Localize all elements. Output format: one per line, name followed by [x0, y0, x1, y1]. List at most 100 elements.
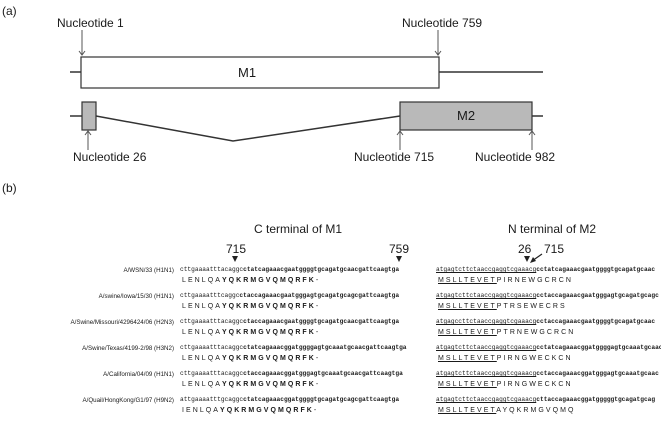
- m1-aa-upstream: LENLQA: [182, 303, 222, 310]
- marker-715-m1: [232, 256, 238, 262]
- m2-aa-seq: MSLLTEVETAYQKRMGVQMQ: [438, 407, 575, 414]
- m1-seq-upstream: cttgaaaatttacaggc: [180, 266, 244, 273]
- m1-seq-overlap: ctatcagaaacggatggggtgcagatgcagcgattcaagt…: [243, 396, 400, 403]
- m1-aa-upstream: LENLQA: [182, 355, 222, 362]
- m1-nucleotide-seq: cttgaaaatttcaggcctaccagaaacgaatgggagtgca…: [180, 292, 399, 299]
- strain-name: A/WSN/33 (H1N1): [123, 267, 174, 274]
- m1-seq-overlap: ctatcagaaacgaatggggtgcagatgcaacgattcaagt…: [243, 266, 400, 273]
- m2-nucleotide-seq: atgagtcttctaaccgaggtcgaaacgcctaccagaaacg…: [436, 370, 659, 377]
- m2-seq-exon2: cttaccagaaacggatgggggtgcagatgcag: [536, 396, 656, 403]
- marker-715-m2-head: [530, 257, 536, 263]
- m2-seq-exon2: cctatcagaaacgaatggggtgcagatgcaac: [536, 266, 656, 273]
- m1-seq-overlap: ctatcagaaacggatggggagtgcaaatgcaacgattcaa…: [243, 344, 407, 351]
- m1-aa-seq: LENLQAYQKRMGVQMQRFK-: [182, 303, 320, 310]
- m2-aa-seq: MSLLTEVETPIRNEWGCRCN: [438, 277, 573, 284]
- arrow-n26-head: [84, 130, 92, 136]
- m1-aa-stop: -: [315, 277, 321, 284]
- label-nucleotide-26: Nucleotide 26: [73, 150, 147, 164]
- m2-seq-exon2: cctaccagaaacgaatggggtgcagatgcaac: [536, 318, 656, 325]
- m1-aa-upstream: LENLQA: [182, 277, 222, 284]
- m2-aa-exon2: PTRNEWGCRCN: [496, 329, 576, 336]
- marker-26: [524, 256, 530, 262]
- m1-aa-overlap: YQKRMGVQMQRFK: [219, 407, 314, 414]
- m1-nucleotide-seq: cttgaaaatttacaggcctatcagaaacgaatggggtgca…: [180, 266, 399, 273]
- m2-splice-line: [95, 115, 401, 142]
- label-nucleotide-982: Nucleotide 982: [475, 150, 556, 164]
- m1-aa-overlap: YQKRMGVQMQRFK: [221, 303, 316, 310]
- m1-nucleotide-seq: cttgaaaatttacaggcctaccagaaacgaatggggtgca…: [180, 318, 399, 325]
- m2-aa-exon2: PTRSEWECRS: [496, 303, 567, 310]
- m1-box: [80, 56, 440, 89]
- m2-seq-exon2: cctatcagaaacggatggggagtgcaaatgcaac: [536, 344, 661, 351]
- m2-aa-seq: MSLLTEVETPIRNGWECKCN: [438, 381, 573, 388]
- strain-name: A/California/04/09 (H1N1): [103, 371, 174, 378]
- pos-26: 26: [518, 242, 532, 256]
- m2-aa-seq: MSLLTEVETPIRNGWECKCN: [438, 355, 573, 362]
- m2-seq-exon1: atgagtcttctaaccgaggtcgaaacg: [436, 344, 537, 351]
- m2-nucleotide-seq: atgagtcttctaaccgaggtcgaaacgcctatcagaaacg…: [436, 266, 655, 273]
- m2-aa-exon1: MSLLTEVET: [438, 303, 497, 310]
- m2-nucleotide-seq: atgagtcttctaaccgaggtcgaaacgcttaccagaaacg…: [436, 396, 655, 403]
- m1-seq-upstream: attgaaaatttgcaggc: [180, 396, 244, 403]
- m1-aa-seq: LENLQAYQKRMGVQMQRFK-: [182, 355, 320, 362]
- m2-aa-exon1: MSLLTEVET: [438, 407, 497, 414]
- m1-nucleotide-seq: cttgaaaatttacaggcctatcagaaacggatggggagtg…: [180, 344, 407, 351]
- m1-aa-stop: -: [315, 303, 321, 310]
- m1-aa-seq: IENLQAYQKRMGVQMQRFK-: [182, 407, 318, 414]
- m1-aa-overlap: YQKRMGVQMQRFK: [221, 277, 316, 284]
- pos-759: 759: [389, 242, 410, 256]
- pos-715-m2: 715: [544, 242, 565, 256]
- m2-exon2: [399, 101, 533, 131]
- arrow-n1-head: [78, 50, 86, 56]
- panel-a-label: (a): [2, 4, 17, 18]
- m1-aa-overlap: YQKRMGVQMQRFK: [221, 381, 316, 388]
- label-nucleotide-1: Nucleotide 1: [57, 16, 124, 30]
- m2-aa-exon2: PIRNEWGCRCN: [496, 277, 573, 284]
- m2-nucleotide-seq: atgagccttctaaccgaggtcgaaacgcctaccagaaacg…: [436, 318, 655, 325]
- n-terminal-header: N terminal of M2: [508, 222, 597, 236]
- m1-seq-upstream: cttgaaaatttcaggc: [180, 292, 240, 299]
- m1-aa-stop: -: [315, 329, 321, 336]
- m1-aa-upstream: LENLQA: [182, 329, 222, 336]
- m1-seq-upstream: cttgaaaatttacaggc: [180, 318, 244, 325]
- m1-nucleotide-seq: cttgaaaatttacaggcctaccagaaacggatgggagtgc…: [180, 370, 403, 377]
- m2-aa-exon1: MSLLTEVET: [438, 381, 497, 388]
- m1-aa-overlap: YQKRMGVQMQRFK: [221, 355, 316, 362]
- m1-aa-overlap: YQKRMGVQMQRFK: [221, 329, 316, 336]
- m1-aa-seq: LENLQAYQKRMGVQMQRFK-: [182, 381, 320, 388]
- m2-seq-exon2: cctaccagaaacgaatgggagtgcagatgcagc: [536, 292, 659, 299]
- label-nucleotide-759: Nucleotide 759: [402, 16, 483, 30]
- m1-seq-overlap: ctaccagaaacgaatggggtgcagatgcaacgattcaagt…: [243, 318, 400, 325]
- m2-seq-exon1: atgagtcttctaaccgaggtcgaaacg: [436, 266, 537, 273]
- m2-seq-exon1: atgagccttctaaccgaggtcgaaacg: [436, 318, 537, 325]
- m2-aa-seq: MSLLTEVETPTRSEWECRS: [438, 303, 567, 310]
- m2-aa-exon2: PIRNGWECKCN: [496, 381, 573, 388]
- m1-aa-upstream: LENLQA: [182, 381, 222, 388]
- m2-aa-exon1: MSLLTEVET: [438, 277, 497, 284]
- strain-name: A/swine/Iowa/15/30 (H1N1): [98, 293, 174, 300]
- m2-aa-exon1: MSLLTEVET: [438, 355, 497, 362]
- panel-b-label: (b): [2, 181, 17, 195]
- arrow-n715-head: [396, 130, 404, 136]
- strain-name: A/Swine/Texas/4199-2/98 (H3N2): [82, 345, 174, 352]
- m1-aa-stop: -: [315, 355, 321, 362]
- arrow-n759-head: [434, 50, 442, 56]
- c-terminal-header: C terminal of M1: [254, 222, 343, 236]
- m2-label: M2: [457, 108, 476, 123]
- strain-name: A/Quail/HongKong/G1/97 (H9N2): [82, 397, 175, 404]
- gene-diagram: [70, 30, 543, 150]
- m2-aa-exon2: PIRNGWECKCN: [496, 355, 573, 362]
- m2-seq-exon1: atgagtcttctaaccgaggtcgaaacg: [436, 292, 537, 299]
- arrow-n982-head: [528, 130, 536, 136]
- label-arrows: [78, 30, 536, 150]
- m1-aa-seq: LENLQAYQKRMGVQMQRFK-: [182, 329, 320, 336]
- position-markers: [232, 253, 543, 263]
- m1-nucleotide-seq: attgaaaatttgcaggcctatcagaaacggatggggtgca…: [180, 396, 399, 403]
- m2-aa-seq: MSLLTEVETPTRNEWGCRCN: [438, 329, 575, 336]
- pos-715-m1: 715: [226, 242, 247, 256]
- m2-seq-exon2: cctaccagaaacggatgggagtgcaaatgcaac: [536, 370, 659, 377]
- m2-aa-exon1: MSLLTEVET: [438, 329, 497, 336]
- m1-seq-upstream: cttgaaaatttacaggc: [180, 370, 244, 377]
- m2-seq-exon1: atgagtcttctaaccgaggtcgaaacg: [436, 370, 537, 377]
- m1-aa-upstream: IENLQA: [182, 407, 220, 414]
